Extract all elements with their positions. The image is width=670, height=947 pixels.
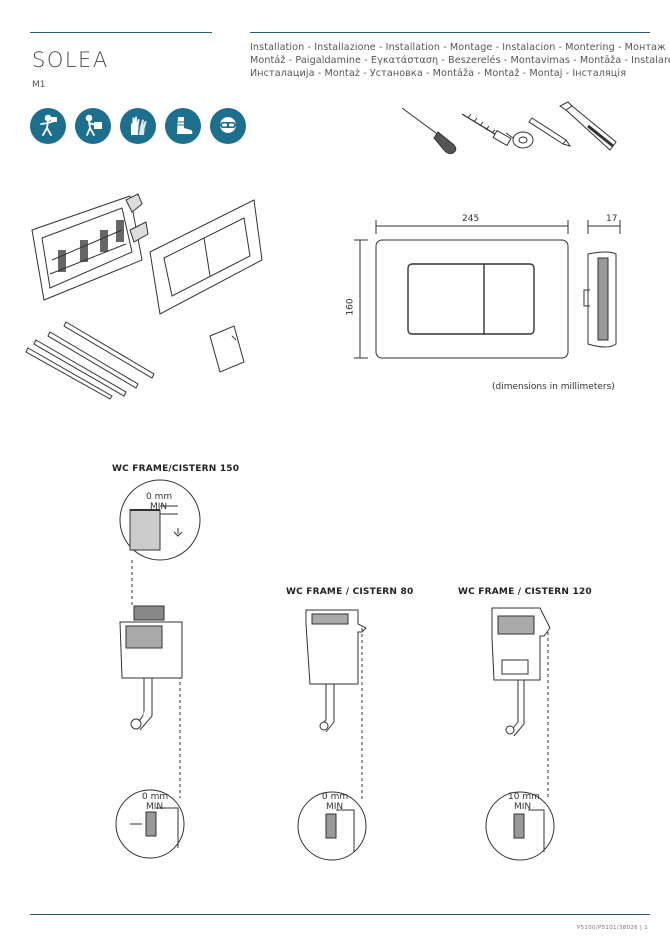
- dimension-width: 245: [462, 214, 480, 224]
- frame-150-bottom-min-word: MIN: [146, 802, 164, 812]
- dimension-height: 160: [345, 298, 356, 316]
- product-exploded-view: [25, 193, 263, 400]
- gloves-icon: [120, 108, 156, 144]
- booklet: [209, 325, 245, 373]
- frame-150-bottom-min-value: 0 mm: [142, 792, 169, 802]
- frame-120-bottom-min-value: 10 mm: [508, 792, 540, 802]
- plate-side-view: [587, 251, 617, 348]
- threaded-rods: [25, 321, 155, 400]
- dimensions-drawing: [354, 220, 621, 359]
- cistern-120-drawing: [485, 607, 555, 861]
- footer-rule: [30, 914, 650, 915]
- cistern-150-drawing: [115, 479, 201, 859]
- footer-code: P5100/P5101/38026 | 1: [577, 925, 648, 931]
- cistern-80-drawing: [297, 609, 367, 861]
- frame-label-80: WC FRAME / CISTERN 80: [286, 587, 414, 597]
- frame-150-top-min-value: 0 mm: [146, 492, 173, 502]
- languages-line-2: Montáž - Paigaldamine - Εγκατάσταση - Be…: [250, 55, 670, 66]
- safety-icons-row: [30, 108, 246, 144]
- tools-illustration: [401, 101, 617, 155]
- brand-title: SOLEA: [32, 48, 109, 72]
- worker-carrying-icon: [75, 108, 111, 144]
- pencil-icon: [528, 117, 572, 147]
- frame-label-150: WC FRAME/CISTERN 150: [112, 464, 240, 474]
- safety-boot-icon: [165, 108, 201, 144]
- tape-measure-icon: [505, 131, 534, 149]
- plate-front-view: [375, 239, 569, 359]
- languages-line-3: Инсталација - Montaż - Установка - Montá…: [250, 68, 627, 79]
- frame-label-120: WC FRAME / CISTERN 120: [458, 587, 592, 597]
- frame-80-bottom-min-word: MIN: [326, 802, 344, 812]
- dimension-depth: 17: [606, 214, 618, 224]
- cover-plate: [149, 199, 263, 315]
- screwdriver-icon: [401, 107, 457, 155]
- model-label: M1: [32, 80, 46, 90]
- utility-knife-icon: [559, 101, 617, 151]
- frame-120-bottom-min-word: MIN: [514, 802, 532, 812]
- frame-80-bottom-min-value: 0 mm: [322, 792, 349, 802]
- header-rule-right: [250, 32, 650, 33]
- dimensions-caption: (dimensions in millimeters): [492, 382, 615, 392]
- worker-lifting-icon: [30, 108, 66, 144]
- header-rule-left: [30, 32, 212, 33]
- languages-line-1: Installation - Installazione - Installat…: [250, 42, 666, 53]
- safety-goggles-icon: [210, 108, 246, 144]
- frame-150-top-min-word: MIN: [150, 502, 168, 512]
- drill-bit-icon: [461, 113, 512, 147]
